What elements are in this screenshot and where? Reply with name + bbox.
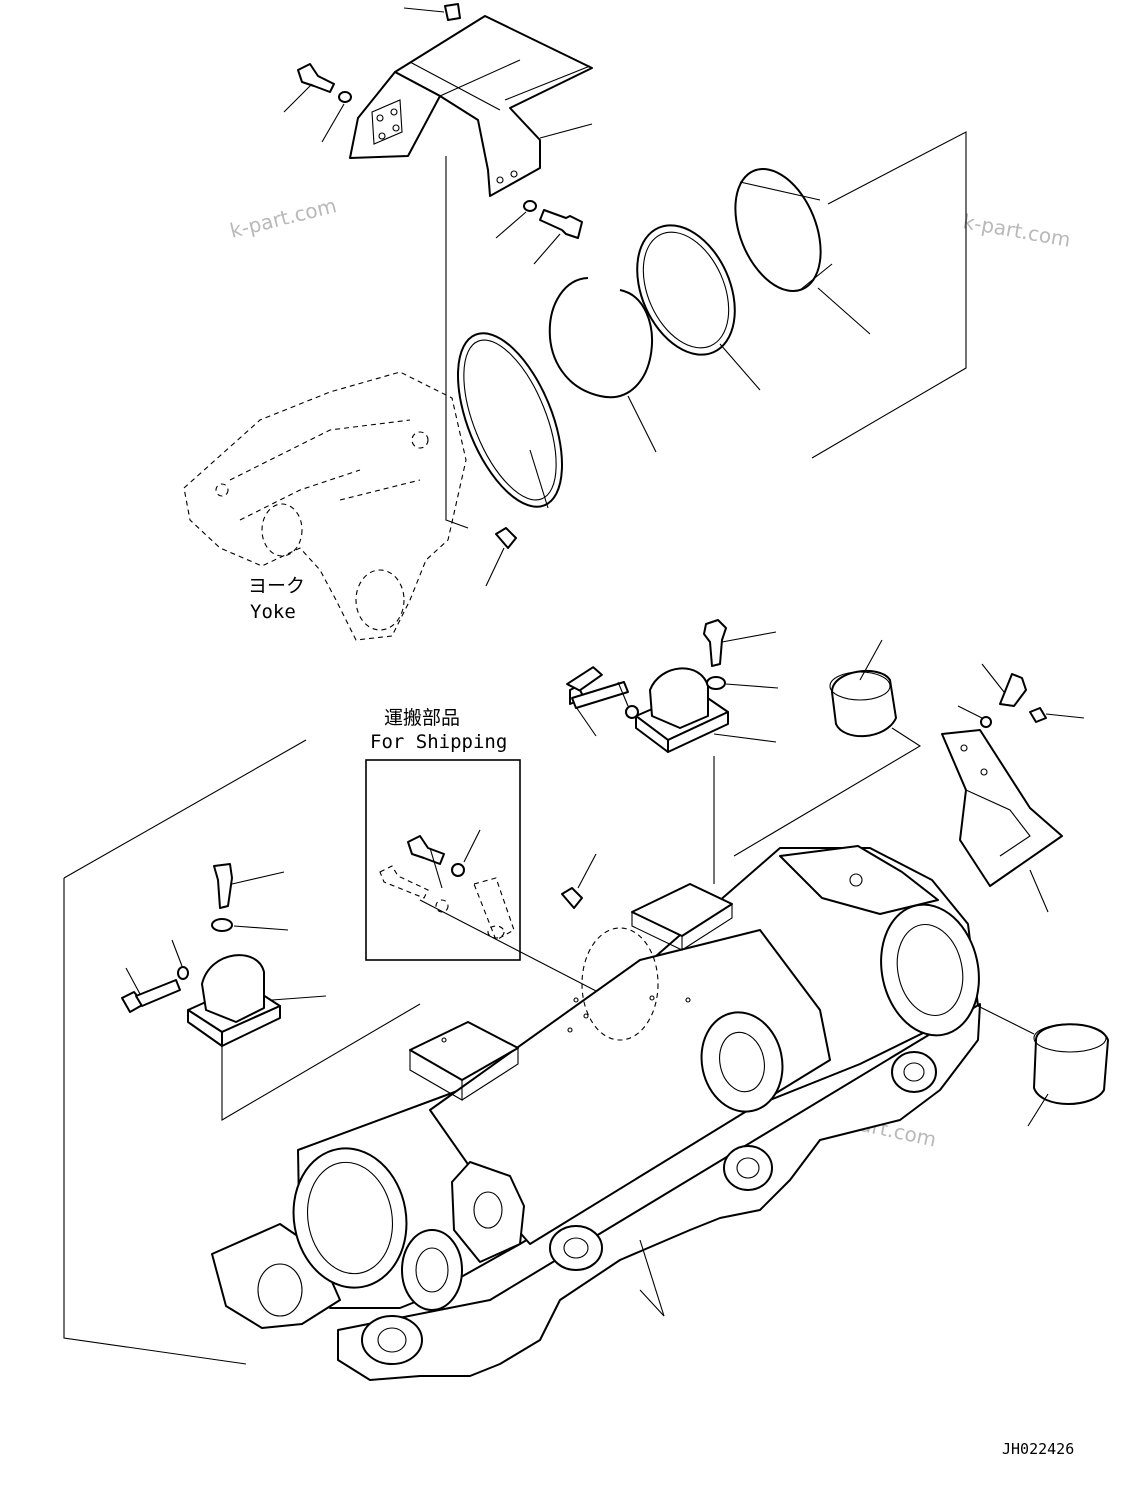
nut-mount-right [1029, 707, 1047, 723]
frame-left-outer [63, 878, 247, 1365]
shipping-box [365, 759, 521, 961]
snap-ring [548, 277, 657, 453]
shipping-label-jp: 運搬部品 [384, 707, 460, 729]
bolt-mount-center-top [703, 619, 777, 667]
mount-center [635, 667, 777, 753]
shipping-label-en: For Shipping [370, 731, 507, 753]
washer-mount-right [980, 716, 992, 728]
bolt-mount-center-side [566, 666, 639, 737]
bolt-cover-right [495, 200, 583, 265]
frame-ring-right [811, 131, 967, 459]
washer-mount-left-side [177, 966, 189, 980]
frame-ring-left [445, 156, 469, 529]
yoke-label-jp: ヨーク [248, 575, 305, 597]
washer-mount-left [211, 918, 289, 932]
cap-nut-center [561, 853, 597, 909]
frame-left-top [63, 739, 307, 879]
frame-bushing-right [733, 727, 922, 857]
hidden-bore [581, 927, 659, 1041]
seal-ring-2 [636, 224, 761, 391]
leader-cover [539, 123, 593, 139]
mount-left [187, 954, 327, 1047]
bolt-cover-top [403, 3, 461, 21]
bolt-mount-left-top [213, 863, 285, 909]
leader-bushing-right-bottom [977, 1005, 1035, 1035]
top-cover [349, 15, 593, 197]
bolt-cover-left [283, 63, 352, 143]
bolt-mount-left-side [121, 939, 189, 1013]
drawing-number: JH022426 [1002, 1440, 1074, 1458]
bushing-right-bottom [1027, 1023, 1109, 1127]
washer-mount-center-side [625, 705, 639, 719]
mount-right [941, 729, 1063, 913]
bushing-top [734, 167, 871, 335]
cap-nut-yoke [485, 527, 517, 587]
washer-cover-left [338, 91, 352, 103]
bushing-right-top [829, 639, 897, 738]
shipping-parts [379, 829, 515, 941]
yoke-phantom [183, 371, 467, 641]
washer-cover-right [523, 200, 537, 212]
washer-mount-center [706, 676, 779, 690]
yoke-label-en: Yoke [250, 601, 296, 623]
watermark-1: k-part.com [227, 193, 338, 243]
track-frame [211, 845, 981, 1381]
seal-ring-1 [456, 332, 564, 509]
watermark-2: k-part.com [961, 209, 1072, 252]
frame-left-inner [221, 1003, 421, 1121]
bolt-mount-right [957, 663, 1085, 728]
